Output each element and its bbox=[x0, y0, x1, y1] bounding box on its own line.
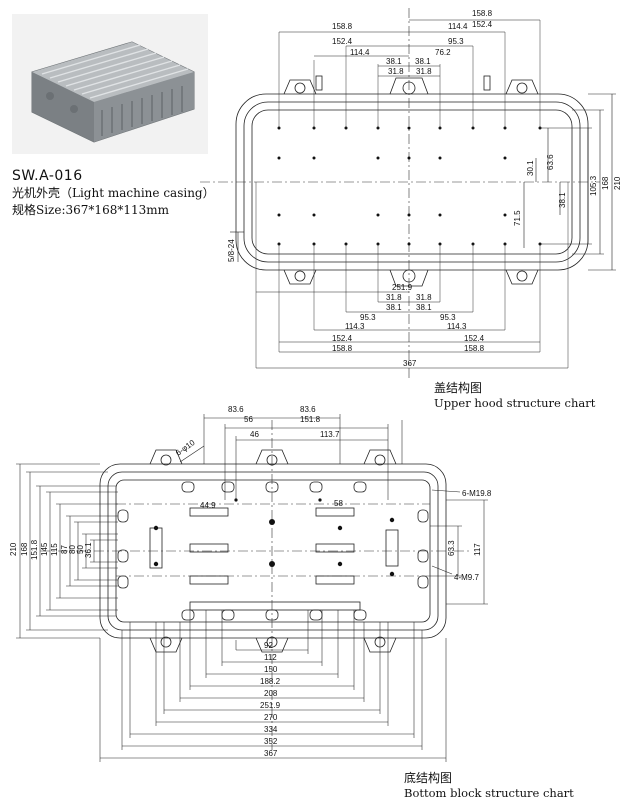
bottom-dim-label: 83.6 bbox=[300, 405, 316, 414]
bottom-dim-label: 113.7 bbox=[320, 430, 340, 439]
bottom-chart-title: 底结构图 Bottom block structure chart bbox=[404, 769, 574, 800]
bottom-dim-label: 352 bbox=[264, 737, 278, 746]
upper-dim-label: 38.1 bbox=[386, 57, 402, 66]
upper-dim-label: 105.3 bbox=[589, 175, 598, 196]
upper-dim-label: 31.8 bbox=[386, 293, 402, 302]
bottom-dim-label: 115 bbox=[50, 543, 59, 556]
bottom-dim-label: 83.6 bbox=[228, 405, 244, 414]
bottom-dim-label: 87 bbox=[60, 545, 69, 554]
upper-dim-label: 158.8 bbox=[332, 344, 353, 353]
upper-dim-label: 152.4 bbox=[332, 334, 353, 343]
upper-dim-label: 63.6 bbox=[546, 154, 555, 170]
upper-dim-label: 95.3 bbox=[448, 37, 464, 46]
casing-photo-illustration bbox=[12, 14, 208, 154]
upper-dim-label: 158.8 bbox=[332, 22, 353, 31]
upper-dim-label: 30.1 bbox=[526, 160, 535, 176]
bottom-dim-label: 151.8 bbox=[30, 539, 39, 560]
bottom-dim-label: 208 bbox=[264, 689, 278, 698]
upper-dim-label: 31.8 bbox=[416, 67, 432, 76]
upper-title-en: Upper hood structure chart bbox=[434, 396, 596, 410]
product-photo bbox=[12, 14, 208, 154]
upper-dim-label: 168 bbox=[601, 176, 610, 190]
bottom-title-cn: 底结构图 bbox=[404, 771, 453, 785]
bottom-dim-label: 63.3 bbox=[447, 540, 456, 556]
upper-dim-label: 152.4 bbox=[464, 334, 485, 343]
bottom-dim-label: 117 bbox=[473, 543, 482, 556]
bottom-dim-label: 334 bbox=[264, 725, 278, 734]
upper-dim-label: 31.8 bbox=[416, 293, 432, 302]
upper-dim-label: 76.2 bbox=[435, 48, 451, 57]
bottom-dim-label: 36.1 bbox=[84, 542, 93, 558]
upper-dim-label: 158.8 bbox=[472, 9, 493, 18]
upper-dim-label: 114.3 bbox=[447, 322, 467, 331]
bottom-dim-label: 56 bbox=[244, 415, 253, 424]
bottom-dim-label: 112 bbox=[264, 653, 277, 662]
product-caption: SW.A-016 光机外壳（Light machine casing） 规格Si… bbox=[12, 168, 215, 219]
upper-dim-label: 71.5 bbox=[513, 210, 522, 226]
upper-dim-label: 152.4 bbox=[332, 37, 353, 46]
upper-dim-label: 38.1 bbox=[416, 303, 432, 312]
upper-dim-label: 38.1 bbox=[558, 192, 567, 208]
upper-dim-label: 114.4 bbox=[448, 22, 468, 31]
upper-dim-label: 210 bbox=[613, 176, 622, 190]
upper-dim-label: 114.4 bbox=[350, 48, 370, 57]
product-size: 规格Size:367*168*113mm bbox=[12, 203, 169, 217]
upper-dim-label: 95.3 bbox=[440, 313, 456, 322]
bottom-dim-label: 50 bbox=[76, 545, 85, 554]
upper-dim-label: 152.4 bbox=[472, 20, 493, 29]
bottom-dim-label: 58 bbox=[334, 499, 343, 508]
bottom-dim-label: 251.9 bbox=[260, 701, 281, 710]
upper-dim-label: 38.1 bbox=[415, 57, 431, 66]
bottom-dim-label: 6-M19.8 bbox=[462, 489, 492, 498]
bottom-block-drawing: 83.6 83.6 56 151.8 46 113.7 6-φ10 44.9 5… bbox=[9, 405, 492, 762]
bottom-dim-label: 80 bbox=[68, 545, 77, 554]
upper-dim-label: 114.3 bbox=[345, 322, 365, 331]
upper-dim-label: 158.8 bbox=[464, 344, 485, 353]
bottom-dim-label: 46 bbox=[250, 430, 259, 439]
bottom-dim-label: 270 bbox=[264, 713, 278, 722]
upper-title-cn: 盖结构图 bbox=[434, 381, 483, 395]
bottom-dim-label: 4-M9.7 bbox=[454, 573, 479, 582]
bottom-dim-label: 6-φ10 bbox=[174, 438, 197, 458]
bottom-dim-label: 151.8 bbox=[300, 415, 321, 424]
bottom-dim-label: 145 bbox=[40, 542, 49, 556]
bottom-dim-label: 367 bbox=[264, 749, 278, 758]
upper-chart-title: 盖结构图 Upper hood structure chart bbox=[434, 379, 595, 410]
product-name: 光机外壳（Light machine casing） bbox=[12, 186, 215, 200]
upper-dim-label: 38.1 bbox=[386, 303, 402, 312]
bottom-dim-label: 44.9 bbox=[200, 501, 216, 510]
bottom-dim-label: 168 bbox=[20, 542, 29, 556]
bottom-dim-label: 92 bbox=[264, 641, 273, 650]
bottom-title-en: Bottom block structure chart bbox=[404, 786, 574, 800]
upper-dim-label: 31.8 bbox=[388, 67, 404, 76]
bottom-dim-label: 188.2 bbox=[260, 677, 281, 686]
upper-dim-label: 367 bbox=[403, 359, 417, 368]
model-number: SW.A-016 bbox=[12, 168, 83, 184]
upper-dim-label: 95.3 bbox=[360, 313, 376, 322]
bottom-dim-label: 150 bbox=[264, 665, 278, 674]
upper-dim-label: 251.9 bbox=[392, 283, 413, 292]
upper-hood-drawing: 158.8 152.4 158.8 152.4 114.4 95.3 114.4… bbox=[200, 8, 622, 378]
upper-dim-label: 5/8-24 bbox=[227, 239, 236, 262]
bottom-dim-label: 210 bbox=[9, 542, 18, 556]
